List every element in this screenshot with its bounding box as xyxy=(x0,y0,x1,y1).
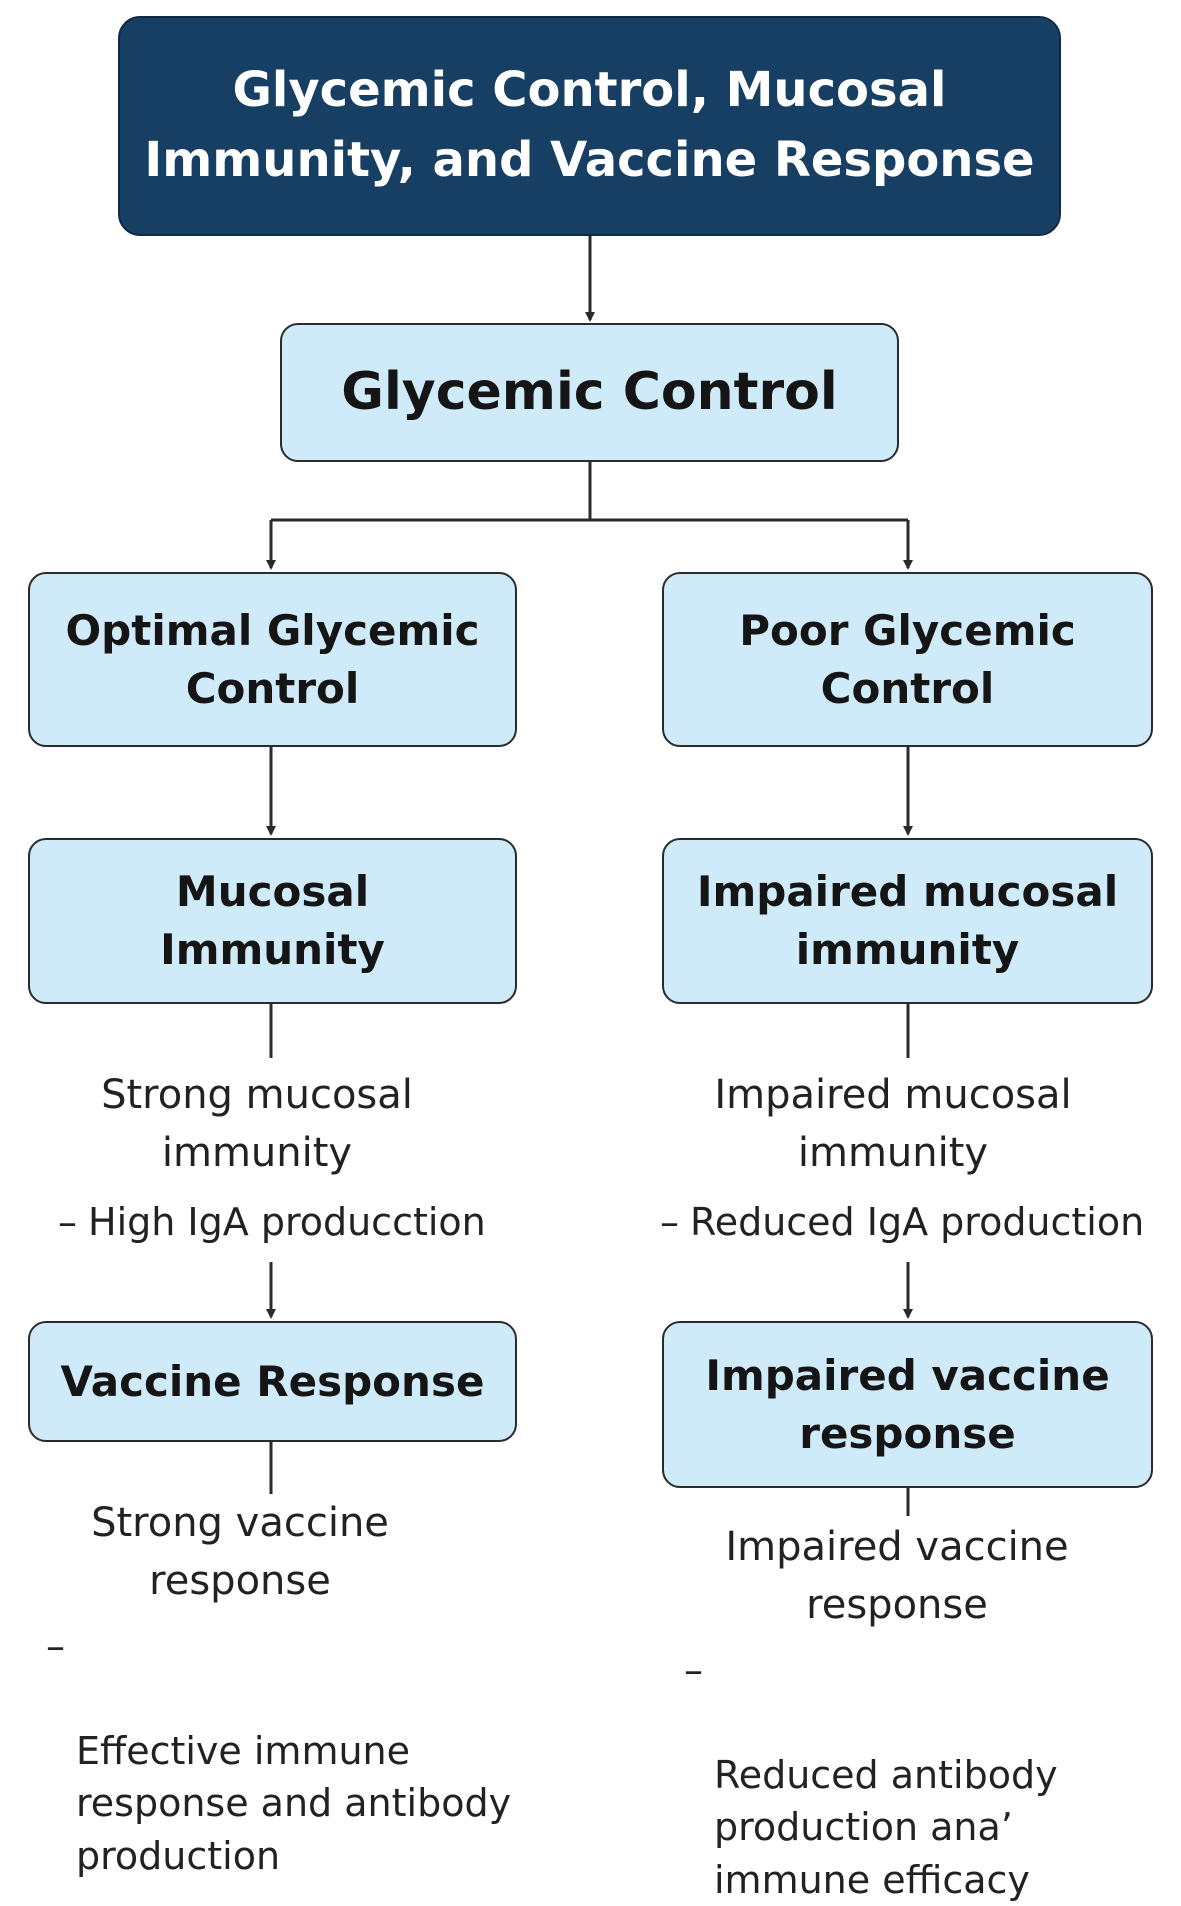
left-immunity-detail: – High IgA producction xyxy=(58,1196,486,1248)
left-vaccine-detail: – Effective immune response and antibody… xyxy=(46,1620,512,1882)
impaired-mucosal-immunity-text: Impaired mucosal immunity xyxy=(714,1072,1072,1176)
optimal-glycemic-control-box: Optimal Glycemic Control xyxy=(28,572,517,747)
strong-vaccine-response-text: Strong vaccine response xyxy=(91,1500,389,1604)
high-iga-production-text: High IgA producction xyxy=(88,1200,486,1244)
impaired-vaccine-response-box: Impaired vaccine response xyxy=(662,1321,1153,1488)
vaccine-response-box: Vaccine Response xyxy=(28,1321,517,1442)
connectors xyxy=(266,236,913,1516)
bullet-dash: – xyxy=(660,1200,679,1244)
strong-mucosal-immunity-text: Strong mucosal immunity xyxy=(101,1072,413,1176)
bullet-dash: – xyxy=(58,1200,77,1244)
effective-immune-response-text: Effective immune response and antibody p… xyxy=(76,1728,512,1878)
bullet-dash: – xyxy=(684,1648,703,1692)
impaired-mucosal-immunity-box: Impaired mucosal immunity xyxy=(662,838,1153,1004)
impaired-vaccine-response-text: Impaired vaccine response xyxy=(725,1524,1069,1628)
poor-glycemic-control-box: Poor Glycemic Control xyxy=(662,572,1153,747)
right-immunity-detail: – Reduced IgA production xyxy=(660,1196,1145,1248)
diagram-title: Glycemic Control, Mucosal Immunity, and … xyxy=(118,16,1061,236)
bullet-dash: – xyxy=(46,1624,65,1668)
reduced-antibody-production-text: Reduced antibody production ana’ immune … xyxy=(714,1752,1058,1902)
reduced-iga-production-text: Reduced IgA production xyxy=(690,1200,1145,1244)
right-vaccine-detail: – Reduced antibody production ana’ immun… xyxy=(684,1644,1058,1906)
glycemic-control-box: Glycemic Control xyxy=(280,323,899,462)
mucosal-immunity-box: Mucosal Immunity xyxy=(28,838,517,1004)
